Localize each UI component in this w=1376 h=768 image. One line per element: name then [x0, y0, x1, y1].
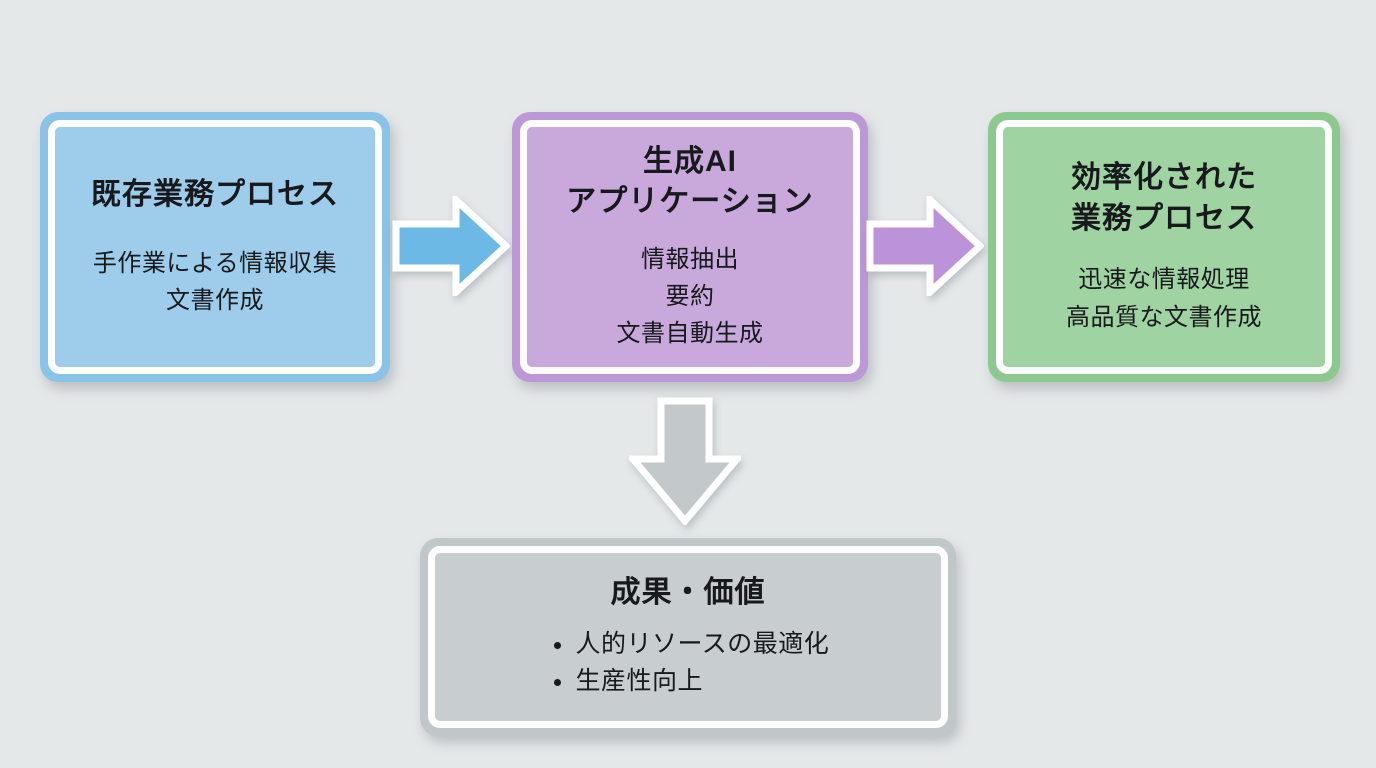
existing-process-body: 手作業による情報収集 文書作成 — [93, 245, 337, 319]
improved-process-line: 高品質な文書作成 — [1066, 303, 1262, 331]
genai-app-title: 生成AI アプリケーション — [566, 144, 814, 219]
genai-app-line: 要約 — [665, 282, 715, 310]
arrow-right-icon — [866, 196, 984, 296]
existing-process-line: 手作業による情報収集 — [92, 250, 338, 278]
genai-app-body: 情報抽出 要約 文書自動生成 — [617, 241, 764, 353]
outcomes-bullet: 人的リソースの最適化 — [575, 626, 829, 664]
existing-process-line: 文書作成 — [166, 287, 264, 315]
arrow-down-icon — [629, 397, 741, 525]
box-improved-process: 効率化された 業務プロセス 迅速な情報処理 高品質な文書作成 — [988, 112, 1340, 382]
outcomes-title: 成果・価値 — [610, 576, 766, 610]
genai-app-line: 文書自動生成 — [616, 320, 764, 348]
arrow-right-icon — [392, 196, 510, 296]
improved-process-line: 迅速な情報処理 — [1078, 266, 1250, 294]
existing-process-title: 既存業務プロセス — [91, 177, 339, 211]
box-improved-process-inner: 効率化された 業務プロセス 迅速な情報処理 高品質な文書作成 — [996, 120, 1332, 374]
improved-process-body: 迅速な情報処理 高品質な文書作成 — [1066, 261, 1262, 335]
box-outcomes-inner: 成果・価値 人的リソースの最適化 生産性向上 — [428, 546, 948, 728]
box-outcomes: 成果・価値 人的リソースの最適化 生産性向上 — [420, 538, 956, 736]
outcomes-bullet: 生産性向上 — [575, 663, 829, 701]
box-existing-process-inner: 既存業務プロセス 手作業による情報収集 文書作成 — [48, 120, 382, 374]
genai-app-line: 情報抽出 — [641, 245, 739, 273]
outcomes-bullet-list: 人的リソースの最適化 生産性向上 — [547, 626, 830, 701]
box-genai-app-inner: 生成AI アプリケーション 情報抽出 要約 文書自動生成 — [520, 120, 860, 374]
improved-process-title: 効率化された 業務プロセス — [1071, 161, 1257, 235]
box-genai-app: 生成AI アプリケーション 情報抽出 要約 文書自動生成 — [512, 112, 868, 382]
box-existing-process: 既存業務プロセス 手作業による情報収集 文書作成 — [40, 112, 390, 382]
